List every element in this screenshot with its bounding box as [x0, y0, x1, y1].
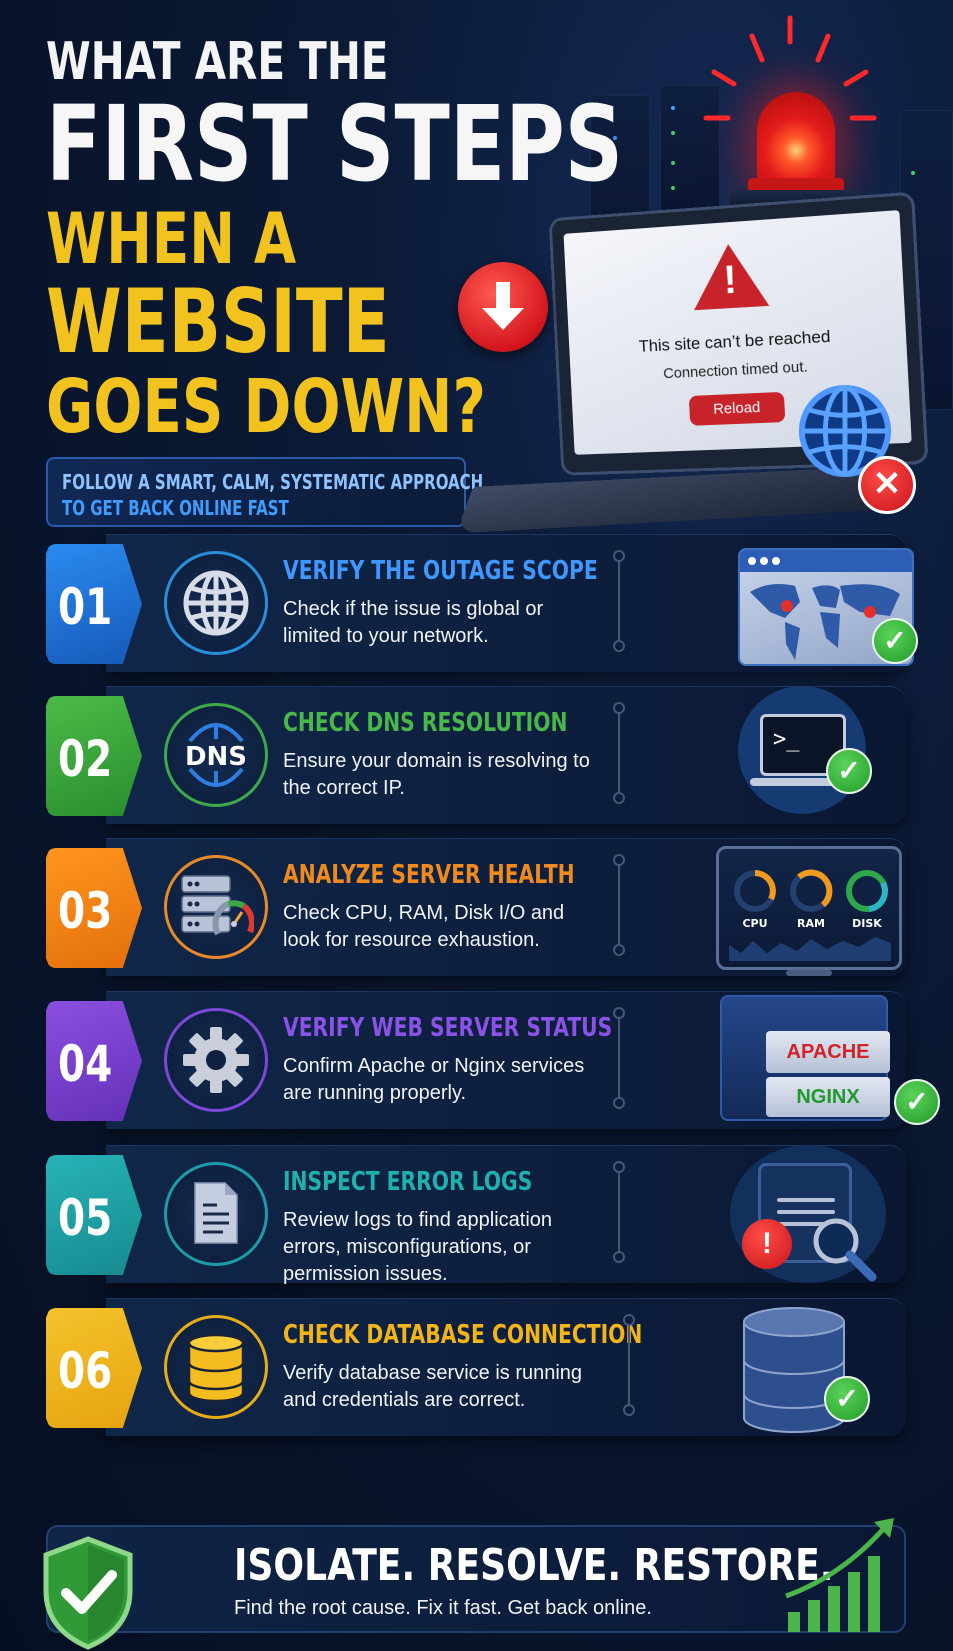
- check-icon: ✓: [894, 1079, 940, 1125]
- step-01: 01 VERIFY THE OUTAGE SCOPE Check if the …: [46, 534, 918, 672]
- footer-title: ISOLATE. RESOLVE. RESTORE.: [234, 1540, 834, 1591]
- reload-button[interactable]: Reload: [688, 391, 786, 426]
- timeline-connector: [613, 1007, 625, 1109]
- timeline-connector: [613, 1161, 625, 1263]
- step-description: Verify database service is running and c…: [283, 1362, 583, 1411]
- step-number-badge: 03: [46, 848, 142, 968]
- step-title: ANALYZE SERVER HEALTH: [283, 860, 575, 890]
- step-04: 04 VERIFY WEB SERVER STATUS Confirm Apac…: [46, 991, 940, 1129]
- step-05: 05 INSPECT ERROR LOGS Review logs to fin…: [46, 1145, 906, 1285]
- alarm-siren-icon: [757, 92, 835, 182]
- step-number: 02: [58, 730, 113, 788]
- step-number: 04: [58, 1035, 113, 1093]
- check-icon: ✓: [826, 748, 872, 794]
- globe-icon: [164, 551, 268, 655]
- alarm-rays-icon: [703, 15, 877, 121]
- subtitle-line-1: FOLLOW A SMART, CALM, SYSTEMATIC APPROAC…: [62, 470, 484, 494]
- step-number-badge: 06: [46, 1308, 142, 1428]
- timeline-connector: [613, 550, 625, 652]
- database-stack-icon: ✓: [646, 1298, 906, 1436]
- svg-text:CPU: CPU: [742, 917, 767, 930]
- step-number-badge: 05: [46, 1155, 142, 1275]
- alert-icon: !: [742, 1219, 792, 1269]
- growth-chart-icon: [785, 1518, 894, 1632]
- magnifier-icon: [813, 1218, 877, 1282]
- database-icon: [164, 1315, 268, 1419]
- timeline-connector: [613, 702, 625, 804]
- log-search-icon: !: [646, 1145, 906, 1283]
- step-title: CHECK DNS RESOLUTION: [283, 708, 568, 738]
- title-line-4: WEBSITE: [46, 270, 390, 373]
- subtitle-line-2: TO GET BACK ONLINE FAST: [62, 496, 289, 520]
- step-description: Ensure your domain is resolving to the c…: [283, 750, 590, 799]
- step-title: VERIFY WEB SERVER STATUS: [283, 1013, 613, 1043]
- error-x-icon: ✕: [858, 456, 916, 514]
- server-rack-icon: APACHE NGINX ✓: [646, 991, 940, 1129]
- step-description: Confirm Apache or Nginx services are run…: [283, 1055, 585, 1104]
- step-number-badge: 01: [46, 544, 142, 664]
- world-map-browser-icon: ✓: [646, 534, 918, 672]
- step-description: Check CPU, RAM, Disk I/O and look for re…: [283, 902, 565, 951]
- step-number: 03: [58, 882, 113, 940]
- step-03: 03 ANALYZE SERVER HEALTH Check CPU, RAM,…: [46, 838, 906, 976]
- apache-label: APACHE: [766, 1031, 890, 1073]
- footer-subtitle: Find the root cause. Fix it fast. Get ba…: [234, 1597, 652, 1619]
- svg-text:DNS: DNS: [185, 742, 247, 772]
- timeline-connector: [623, 1314, 635, 1416]
- step-number-badge: 04: [46, 1001, 142, 1121]
- step-number: 01: [58, 578, 113, 636]
- shield-check-icon: [43, 1536, 133, 1650]
- svg-text:RAM: RAM: [797, 917, 825, 930]
- down-arrow-icon: [458, 262, 548, 352]
- error-title: This site can’t be reached: [638, 326, 831, 356]
- step-number-badge: 02: [46, 696, 142, 816]
- step-number: 06: [58, 1342, 113, 1400]
- nginx-label: NGINX: [766, 1077, 890, 1117]
- check-icon: ✓: [824, 1376, 870, 1422]
- document-icon: [164, 1162, 268, 1266]
- subtitle-box: FOLLOW A SMART, CALM, SYSTEMATIC APPROAC…: [46, 457, 484, 527]
- step-description: Check if the issue is global or limited …: [283, 598, 544, 647]
- server-gauge-icon: [164, 855, 268, 959]
- step-description: Review logs to find application errors, …: [283, 1209, 553, 1285]
- check-icon: ✓: [872, 618, 918, 664]
- siren-base: [748, 178, 844, 192]
- title-line-1: WHAT ARE THE: [46, 32, 389, 92]
- title-line-3: WHEN A: [46, 198, 297, 280]
- step-06: 06 CHECK DATABASE CONNECTION Verify data…: [46, 1298, 906, 1436]
- dns-icon: DNS: [164, 703, 268, 807]
- globe-icon: [798, 384, 892, 478]
- monitor-dashboard-icon: CPU RAM DISK: [646, 838, 906, 976]
- warning-exclamation: !: [722, 257, 738, 303]
- hero-title: WHAT ARE THE FIRST STEPS WHEN A WEBSITE …: [46, 36, 786, 444]
- svg-text:DISK: DISK: [852, 917, 882, 930]
- timeline-connector: [613, 854, 625, 956]
- step-title: VERIFY THE OUTAGE SCOPE: [283, 556, 598, 586]
- title-line-2: FIRST STEPS: [46, 83, 624, 205]
- step-title: INSPECT ERROR LOGS: [283, 1167, 533, 1197]
- step-02: 02 DNS CHECK DNS RESOLUTION Ensure your …: [46, 686, 906, 824]
- title-line-5: GOES DOWN?: [46, 364, 486, 450]
- step-number: 05: [58, 1189, 113, 1247]
- terminal-laptop-icon: >_ ✓: [646, 686, 906, 824]
- gear-icon: [164, 1008, 268, 1112]
- footer-banner: ISOLATE. RESOLVE. RESTORE. Find the root…: [46, 1525, 906, 1633]
- step-title: CHECK DATABASE CONNECTION: [283, 1320, 643, 1350]
